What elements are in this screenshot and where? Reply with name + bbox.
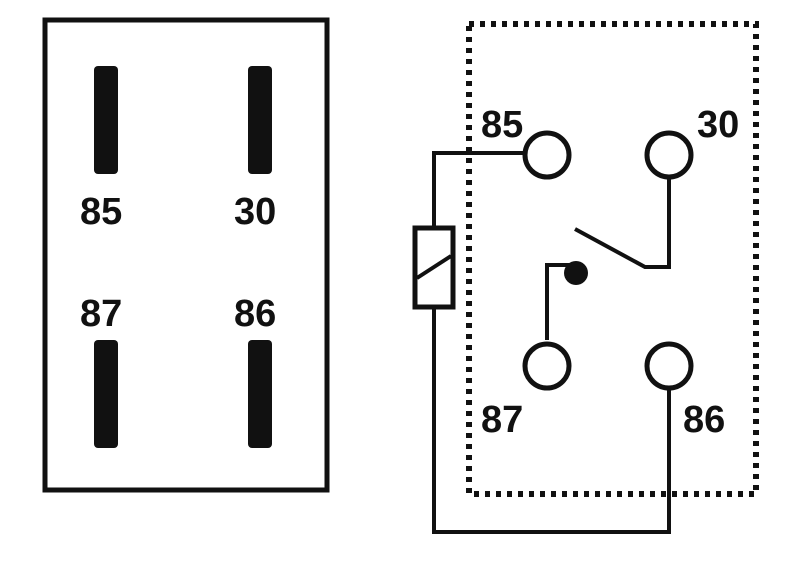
wire-coil-to-86 [432,307,671,534]
terminal-label-85: 85 [481,104,523,146]
relay-housing-dotted [466,21,759,497]
wire-87-to-contact [545,263,572,340]
pin-blade-85 [94,66,118,174]
switch-arm [574,176,671,269]
pin-label-86: 86 [234,293,276,335]
terminal-label-87: 87 [481,399,523,441]
terminal-87 [522,341,572,391]
relay-housing-outline [42,17,330,493]
coil-icon [412,225,456,310]
wire-85-to-coil [432,151,524,228]
terminal-85 [522,130,572,180]
switch-contact-dot [564,261,588,285]
pin-blade-86 [248,340,272,448]
pin-blade-87 [94,340,118,448]
pin-label-87: 87 [80,293,122,335]
schematic-view: 85 30 87 86 [412,21,759,534]
terminal-label-30: 30 [697,104,739,146]
pin-label-85: 85 [80,191,122,233]
pin-blade-30 [248,66,272,174]
coil-diagonal [415,254,453,280]
terminal-86 [644,341,694,391]
pinout-view: 85 30 87 86 [42,17,330,493]
terminal-label-86: 86 [683,399,725,441]
pin-label-30: 30 [234,191,276,233]
terminal-30 [644,130,694,180]
